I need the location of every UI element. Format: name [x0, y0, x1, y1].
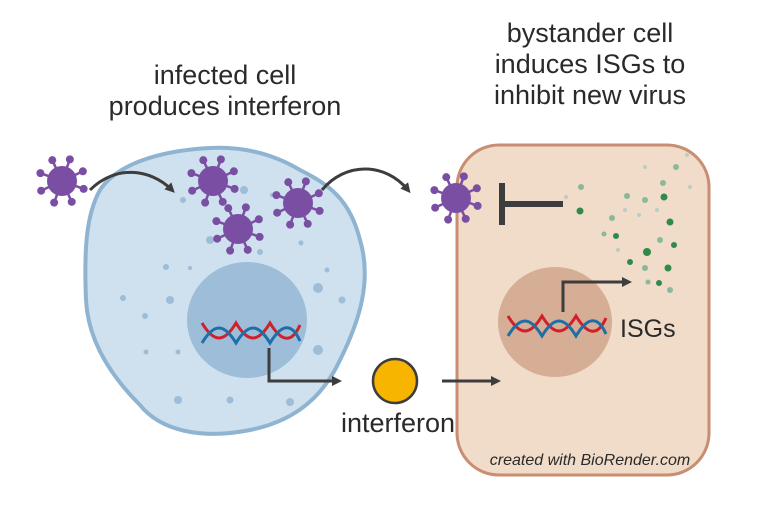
title-right-line-1: bystander cell — [506, 18, 674, 48]
interferon-molecule — [371, 357, 419, 405]
virus-icon — [272, 177, 324, 229]
bystander-cell — [455, 143, 711, 477]
interferon-production-arrow — [267, 348, 342, 386]
title-right-line-2: induces ISGs to — [494, 49, 686, 79]
cytoplasm-dots — [120, 186, 346, 406]
virus-icon — [187, 155, 239, 207]
isg-expression-arrow — [561, 277, 632, 312]
virus-icon — [36, 155, 88, 207]
infected-cell-title: infected cell produces interferon — [70, 60, 380, 122]
virus-entry-arrow — [88, 170, 175, 193]
credit-text: created with BioRender.com — [489, 452, 691, 469]
dna-icon-bystander — [506, 313, 608, 339]
dna-icon-infected — [200, 320, 302, 346]
inhibition-bar — [499, 183, 563, 225]
bystander-cell-title: bystander cell induces ISGs to inhibit n… — [420, 18, 760, 111]
interferon-label: interferon — [340, 408, 456, 438]
virus-group — [36, 155, 482, 255]
infected-nucleus — [187, 262, 307, 378]
title-left-line-2: produces interferon — [108, 91, 342, 121]
isg-protein-dots — [564, 153, 692, 293]
infected-cell — [83, 145, 367, 436]
isgs-label: ISGs — [620, 315, 676, 343]
title-left-line-1: infected cell — [153, 60, 297, 90]
title-right-line-3: inhibit new virus — [493, 80, 687, 110]
virus-icon — [212, 203, 264, 255]
virus-spread-arrow — [320, 167, 411, 194]
virus-icon — [430, 172, 482, 224]
